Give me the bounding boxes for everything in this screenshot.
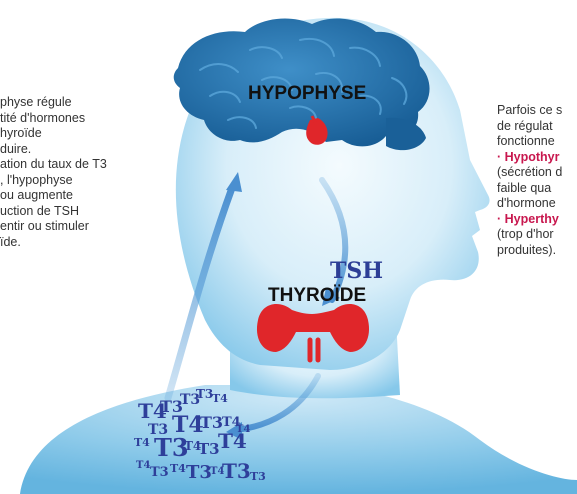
hormone-t3-text: T3 <box>186 462 212 483</box>
right-text-line: faible qua <box>497 181 562 197</box>
hormone-t4-text: T4 <box>134 436 150 449</box>
left-text-line: , l'hypophyse <box>0 173 107 189</box>
hormone-t3-text: T3 <box>196 387 213 401</box>
right-text-line: fonctionne <box>497 134 562 150</box>
thyroide-label: THYROÏDE <box>268 285 366 307</box>
left-text-line: ïde. <box>0 235 107 251</box>
left-text-line: duire. <box>0 142 107 158</box>
left-text-line: uction de TSH <box>0 204 107 220</box>
right-text-line: Parfois ce s <box>497 103 562 119</box>
left-text-line: entir ou stimuler <box>0 219 107 235</box>
right-text-line: de régulat <box>497 119 562 135</box>
hormone-t3-text: T3 <box>150 465 169 480</box>
left-text-line: physe régule <box>0 95 107 111</box>
hormone-t4-text: T4 <box>170 462 186 475</box>
hormone-t4-text: T4 <box>218 429 247 453</box>
right-text-highlight-line: · Hypothyr <box>497 150 562 166</box>
hormone-t3-text: T3 <box>250 470 266 483</box>
hypophyse-label: HYPOPHYSE <box>248 83 366 105</box>
left-text-line: hyroïde <box>0 126 107 142</box>
hormone-t4-text: T4 <box>136 460 150 471</box>
right-text-line: d'hormone <box>497 196 562 212</box>
right-text-highlight-line: · Hyperthy <box>497 212 562 228</box>
right-text-line: produites). <box>497 243 562 259</box>
left-text-line: ation du taux de T3 <box>0 157 107 173</box>
right-text-line: (sécrétion d <box>497 165 562 181</box>
hormone-t3-text: T3 <box>222 459 251 483</box>
left-text-line: ou augmente <box>0 188 107 204</box>
hormone-t4-text: T4 <box>212 392 228 405</box>
hormone-t3-text: T3 <box>198 440 220 458</box>
right-text-line: (trop d'hor <box>497 227 562 243</box>
tsh-label: TSH <box>330 258 383 284</box>
left-text-line: tité d'hormones <box>0 111 107 127</box>
